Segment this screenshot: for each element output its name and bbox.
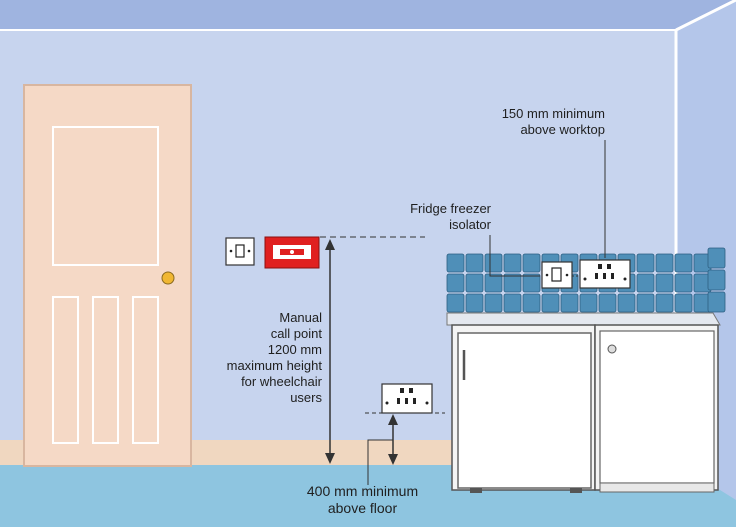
- tile: [465, 253, 484, 273]
- tile: [707, 291, 726, 313]
- tile: [522, 273, 541, 293]
- tile: [655, 253, 674, 273]
- tile: [636, 293, 655, 313]
- tile: [674, 273, 693, 293]
- cupboard-icon: [594, 324, 719, 493]
- tile: [522, 253, 541, 273]
- tile: [541, 293, 560, 313]
- door-handle-icon: [161, 271, 175, 285]
- fridge-icon: [451, 324, 596, 493]
- tile: [465, 293, 484, 313]
- tile: [503, 293, 522, 313]
- double-socket-icon: [381, 383, 433, 414]
- tile: [617, 293, 636, 313]
- tile: [655, 273, 674, 293]
- tile: [522, 293, 541, 313]
- tile: [465, 273, 484, 293]
- tile: [636, 273, 655, 293]
- tile: [503, 273, 522, 293]
- worktop: [446, 312, 721, 326]
- tile: [446, 273, 465, 293]
- double-socket-icon: [579, 259, 631, 289]
- tile: [598, 293, 617, 313]
- tile: [579, 293, 598, 313]
- light-switch-icon: [225, 237, 255, 266]
- tile: [655, 293, 674, 313]
- tile: [446, 293, 465, 313]
- tile: [484, 273, 503, 293]
- isolator-switch-icon: [541, 261, 573, 289]
- tile: [484, 253, 503, 273]
- tile: [446, 253, 465, 273]
- tile: [707, 269, 726, 291]
- tile: [674, 253, 693, 273]
- tile: [636, 253, 655, 273]
- tile: [560, 293, 579, 313]
- door-icon: [23, 84, 192, 467]
- tile: [707, 247, 726, 269]
- tile: [674, 293, 693, 313]
- fire-alarm-call-point-icon: [264, 236, 320, 269]
- tile: [484, 293, 503, 313]
- tile: [503, 253, 522, 273]
- ceiling: [0, 0, 736, 30]
